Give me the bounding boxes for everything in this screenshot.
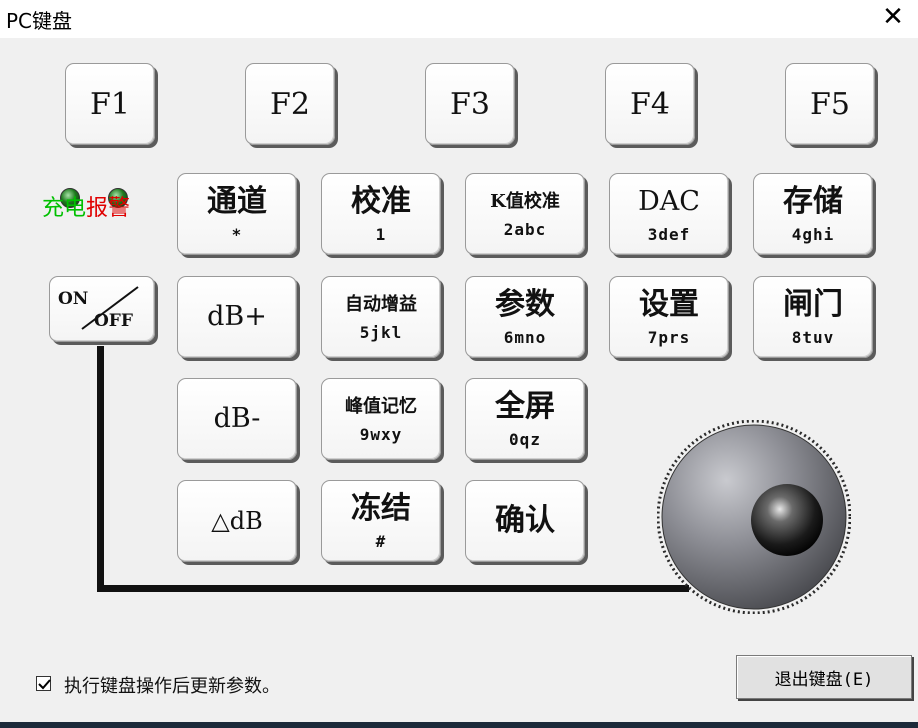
confirm-key[interactable]: 确认 (465, 480, 585, 562)
k-calibrate-key-sub: 2abc (503, 219, 547, 239)
channel-key-sub: * (231, 224, 243, 244)
power-wire-horizontal (97, 585, 689, 592)
f2-key[interactable]: F2 (245, 63, 335, 145)
dac-key[interactable]: DAC 3def (609, 173, 729, 255)
f4-key[interactable]: F4 (605, 63, 695, 145)
f1-key[interactable]: F1 (65, 63, 155, 145)
keyboard-panel (0, 38, 918, 728)
fullscreen-key-sub: 0qz (509, 429, 541, 449)
db-minus-key-label: dB- (213, 403, 261, 434)
alarm-label: 报警 (86, 196, 131, 221)
freeze-key[interactable]: 冻结 # (321, 480, 441, 562)
gate-key-label: 闸门 (783, 286, 843, 322)
params-key-sub: 6mno (503, 327, 547, 347)
delta-db-key[interactable]: △dB (177, 480, 297, 562)
fullscreen-key-label: 全屏 (495, 388, 555, 424)
title-bar: PC键盘 ✕ (0, 0, 918, 38)
peak-memory-key[interactable]: 峰值记忆 9wxy (321, 378, 441, 460)
delta-db-key-label: △dB (211, 507, 263, 535)
confirm-key-label: 确认 (495, 503, 555, 538)
gate-key[interactable]: 闸门 8tuv (753, 276, 873, 358)
update-params-checkbox[interactable] (36, 676, 51, 691)
calibrate-key-sub: 1 (375, 224, 387, 244)
f5-label: F5 (810, 86, 850, 122)
charge-led (60, 188, 80, 208)
params-key[interactable]: 参数 6mno (465, 276, 585, 358)
power-on-label: ON (58, 289, 89, 309)
alarm-text: 充电报警 (42, 190, 130, 222)
close-icon[interactable]: ✕ (882, 2, 904, 32)
store-key[interactable]: 存储 4ghi (753, 173, 873, 255)
store-key-label: 存储 (783, 183, 843, 219)
exit-keyboard-button[interactable]: 退出键盘(E) (736, 655, 912, 699)
db-plus-key[interactable]: dB+ (177, 276, 297, 358)
auto-gain-key[interactable]: 自动增益 5jkl (321, 276, 441, 358)
dac-key-label: DAC (638, 185, 700, 217)
auto-gain-key-label: 自动增益 (345, 293, 417, 315)
rotary-knob[interactable] (657, 420, 851, 614)
f2-label: F2 (270, 86, 310, 122)
dac-key-sub: 3def (647, 224, 691, 244)
db-minus-key[interactable]: dB- (177, 378, 297, 460)
channel-key[interactable]: 通道 * (177, 173, 297, 255)
freeze-key-label: 冻结 (351, 490, 411, 526)
freeze-key-sub: # (375, 531, 387, 551)
calibrate-key[interactable]: 校准 1 (321, 173, 441, 255)
calibrate-key-label: 校准 (351, 183, 411, 219)
fullscreen-key[interactable]: 全屏 0qz (465, 378, 585, 460)
power-wire-vertical (97, 346, 104, 592)
f3-key[interactable]: F3 (425, 63, 515, 145)
update-params-label: 执行键盘操作后更新参数。 (64, 676, 280, 697)
k-calibrate-key[interactable]: K值校准 2abc (465, 173, 585, 255)
power-button[interactable]: ON OFF (49, 276, 155, 342)
store-key-sub: 4ghi (791, 224, 835, 244)
alarm-led (108, 188, 128, 208)
auto-gain-key-sub: 5jkl (359, 322, 403, 342)
channel-key-label: 通道 (207, 183, 267, 219)
power-off-label: OFF (94, 311, 133, 331)
settings-key-label: 设置 (639, 286, 699, 322)
checkmark-icon (38, 679, 51, 690)
settings-key-sub: 7prs (647, 327, 691, 347)
db-plus-key-label: dB+ (207, 301, 267, 332)
f4-label: F4 (630, 86, 670, 122)
window-title: PC键盘 (6, 9, 73, 33)
f5-key[interactable]: F5 (785, 63, 875, 145)
k-calibrate-key-label: K值校准 (490, 190, 560, 212)
charge-label: 充电 (42, 196, 87, 221)
f3-label: F3 (450, 86, 490, 122)
taskbar-edge (0, 722, 918, 728)
gate-key-sub: 8tuv (791, 327, 835, 347)
peak-memory-key-label: 峰值记忆 (345, 395, 417, 417)
settings-key[interactable]: 设置 7prs (609, 276, 729, 358)
params-key-label: 参数 (495, 286, 555, 322)
knob-dimple (751, 484, 823, 556)
power-slash (81, 286, 139, 330)
f1-label: F1 (90, 86, 130, 122)
peak-memory-key-sub: 9wxy (359, 424, 403, 444)
